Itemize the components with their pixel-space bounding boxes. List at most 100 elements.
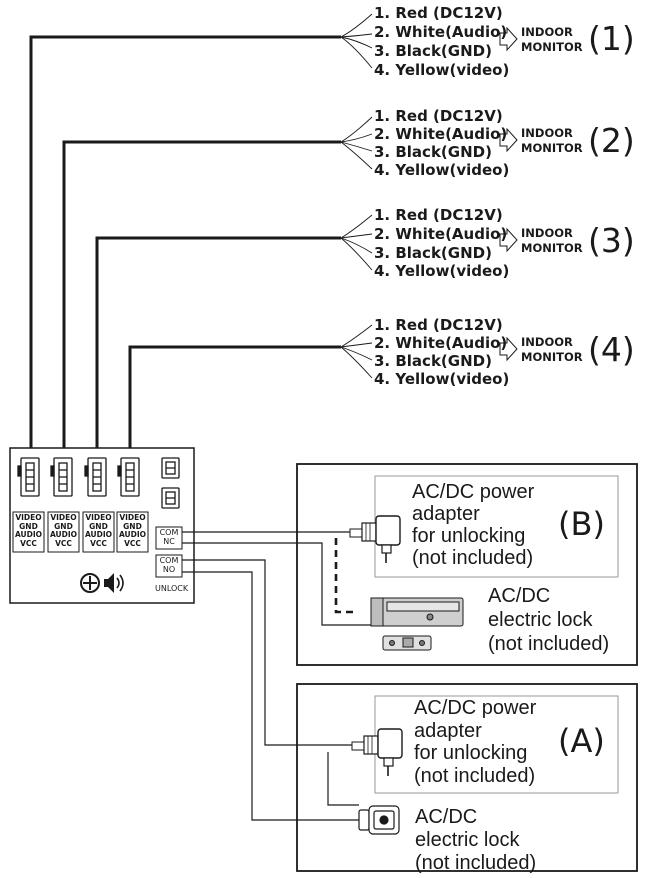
cable-monitor-1: [29, 35, 341, 456]
fanout-4: [340, 324, 373, 379]
wire-label-white: 2. White(Audio): [374, 23, 508, 41]
port-label: VCC: [55, 538, 72, 548]
wire-a-jumper: [327, 752, 359, 806]
wire-label-yellow: 4. Yellow(video): [374, 370, 510, 388]
port-1-labels: VIDEO GND AUDIO VCC: [13, 513, 44, 548]
fanout-2: [340, 116, 373, 170]
lock-line: AC/DC: [415, 806, 478, 828]
wire-label-yellow: 4. Yellow(video): [374, 61, 510, 79]
lock-line: electric lock: [488, 609, 593, 631]
section-b-label: (B): [558, 505, 605, 543]
monitor-label: MONITOR: [521, 350, 583, 364]
connector-relay: [161, 457, 180, 509]
adapter-line: (not included): [414, 764, 536, 787]
arrow-icon: [499, 336, 518, 362]
monitor-label: MONITOR: [521, 40, 583, 54]
port-label: AUDIO: [14, 530, 43, 539]
cable-monitor-4: [128, 345, 341, 456]
arrow-icon: [499, 26, 518, 52]
indoor-label: INDOOR: [521, 226, 573, 240]
monitor-label: MONITOR: [521, 241, 583, 255]
port-label: VIDEO: [15, 513, 42, 522]
mic-icon: [80, 573, 100, 593]
wire-label-black: 3. Black(GND): [374, 42, 492, 60]
wire-label-black: 3. Black(GND): [374, 244, 492, 262]
adapter-line: for unlocking: [412, 525, 526, 547]
arrow-icon: [499, 127, 518, 153]
speaker-icon: [104, 573, 124, 593]
monitor-arrows: [499, 26, 518, 362]
lock-line: (not included): [488, 633, 610, 655]
adapter-line: (not included): [412, 547, 534, 569]
wire-label-red: 1. Red (DC12V): [374, 316, 503, 334]
relay-a-wires: [182, 559, 359, 821]
electric-lock-b-text: AC/DC electric lock (not included): [488, 584, 609, 656]
power-adapter-b-text: AC/DC power adapter for unlocking (not i…: [412, 481, 534, 569]
port-label: VIDEO: [50, 513, 77, 522]
wire-label-white: 2. White(Audio): [374, 225, 508, 243]
wire-label-black: 3. Black(GND): [374, 143, 492, 161]
electric-lock-b-icon: [370, 597, 464, 651]
port-label: VCC: [20, 538, 37, 548]
wire-label-black: 3. Black(GND): [374, 352, 492, 370]
electric-lock-a-icon: [358, 805, 400, 835]
arrow-icon: [499, 227, 518, 253]
connector-port-3: [84, 457, 107, 497]
indoor-label: INDOOR: [521, 126, 573, 140]
wire-label-yellow: 4. Yellow(video): [374, 161, 510, 179]
monitor-number: (2): [588, 121, 635, 160]
port-label: VIDEO: [85, 513, 112, 522]
power-adapter-b-icon: [349, 515, 401, 563]
adapter-line: adapter: [412, 503, 480, 525]
relay-b-dashed-wire: [334, 538, 357, 614]
relay-no-label: NO: [162, 565, 176, 574]
relay-b-labels: COM NC: [156, 528, 182, 546]
electric-lock-a-text: AC/DC electric lock (not included): [415, 806, 536, 875]
monitor-number: (3): [588, 221, 635, 260]
unlock-label: UNLOCK: [155, 584, 189, 593]
relay-b-wires: [182, 531, 372, 626]
port-label: GND: [123, 521, 142, 531]
section-a-label: (A): [558, 722, 605, 760]
port-connectors: [17, 457, 180, 509]
port-label: AUDIO: [49, 530, 78, 539]
adapter-line: for unlocking: [414, 742, 528, 764]
wire-a-com: [182, 559, 352, 746]
fanout-3: [340, 214, 373, 271]
wire-b-nc: [182, 542, 372, 626]
monitor-label: MONITOR: [521, 141, 583, 155]
port-label: VCC: [90, 538, 107, 548]
port-label: AUDIO: [118, 530, 147, 539]
fanout-1: [340, 13, 373, 69]
power-adapter-a-text: AC/DC power adapter for unlocking (not i…: [414, 697, 536, 787]
wire-label-red: 1. Red (DC12V): [374, 4, 503, 22]
indoor-label: INDOOR: [521, 335, 573, 349]
port-label: GND: [54, 521, 73, 531]
port-label: GND: [19, 521, 38, 531]
port-2-labels: VIDEO GND AUDIO VCC: [48, 513, 79, 548]
cable-monitor-3: [95, 236, 341, 456]
connector-port-4: [117, 457, 140, 497]
relay-nc-label: NC: [163, 537, 175, 546]
wire-label-white: 2. White(Audio): [374, 334, 508, 352]
power-adapter-a-icon: [351, 728, 403, 776]
wire-a-no: [182, 571, 359, 821]
port-label: VIDEO: [119, 513, 146, 522]
section-a-box: [296, 683, 638, 872]
relay-com-label: COM: [159, 528, 179, 537]
monitor-number: (4): [588, 330, 635, 369]
connector-port-2: [50, 457, 73, 497]
adapter-line: adapter: [414, 719, 482, 742]
relay-a-labels: COM NO: [156, 556, 182, 574]
indoor-label: INDOOR: [521, 25, 573, 39]
relay-com-label: COM: [159, 556, 179, 565]
connector-port-1: [17, 457, 40, 497]
wire-label-red: 1. Red (DC12V): [374, 206, 503, 224]
adapter-line: AC/DC power: [414, 697, 537, 719]
adapter-line: AC/DC power: [412, 481, 535, 503]
lock-line: AC/DC: [488, 585, 551, 607]
monitor-number: (1): [588, 19, 635, 58]
port-label: AUDIO: [84, 530, 113, 539]
port-label: VCC: [124, 538, 141, 548]
port-label-boxes: [12, 511, 183, 578]
